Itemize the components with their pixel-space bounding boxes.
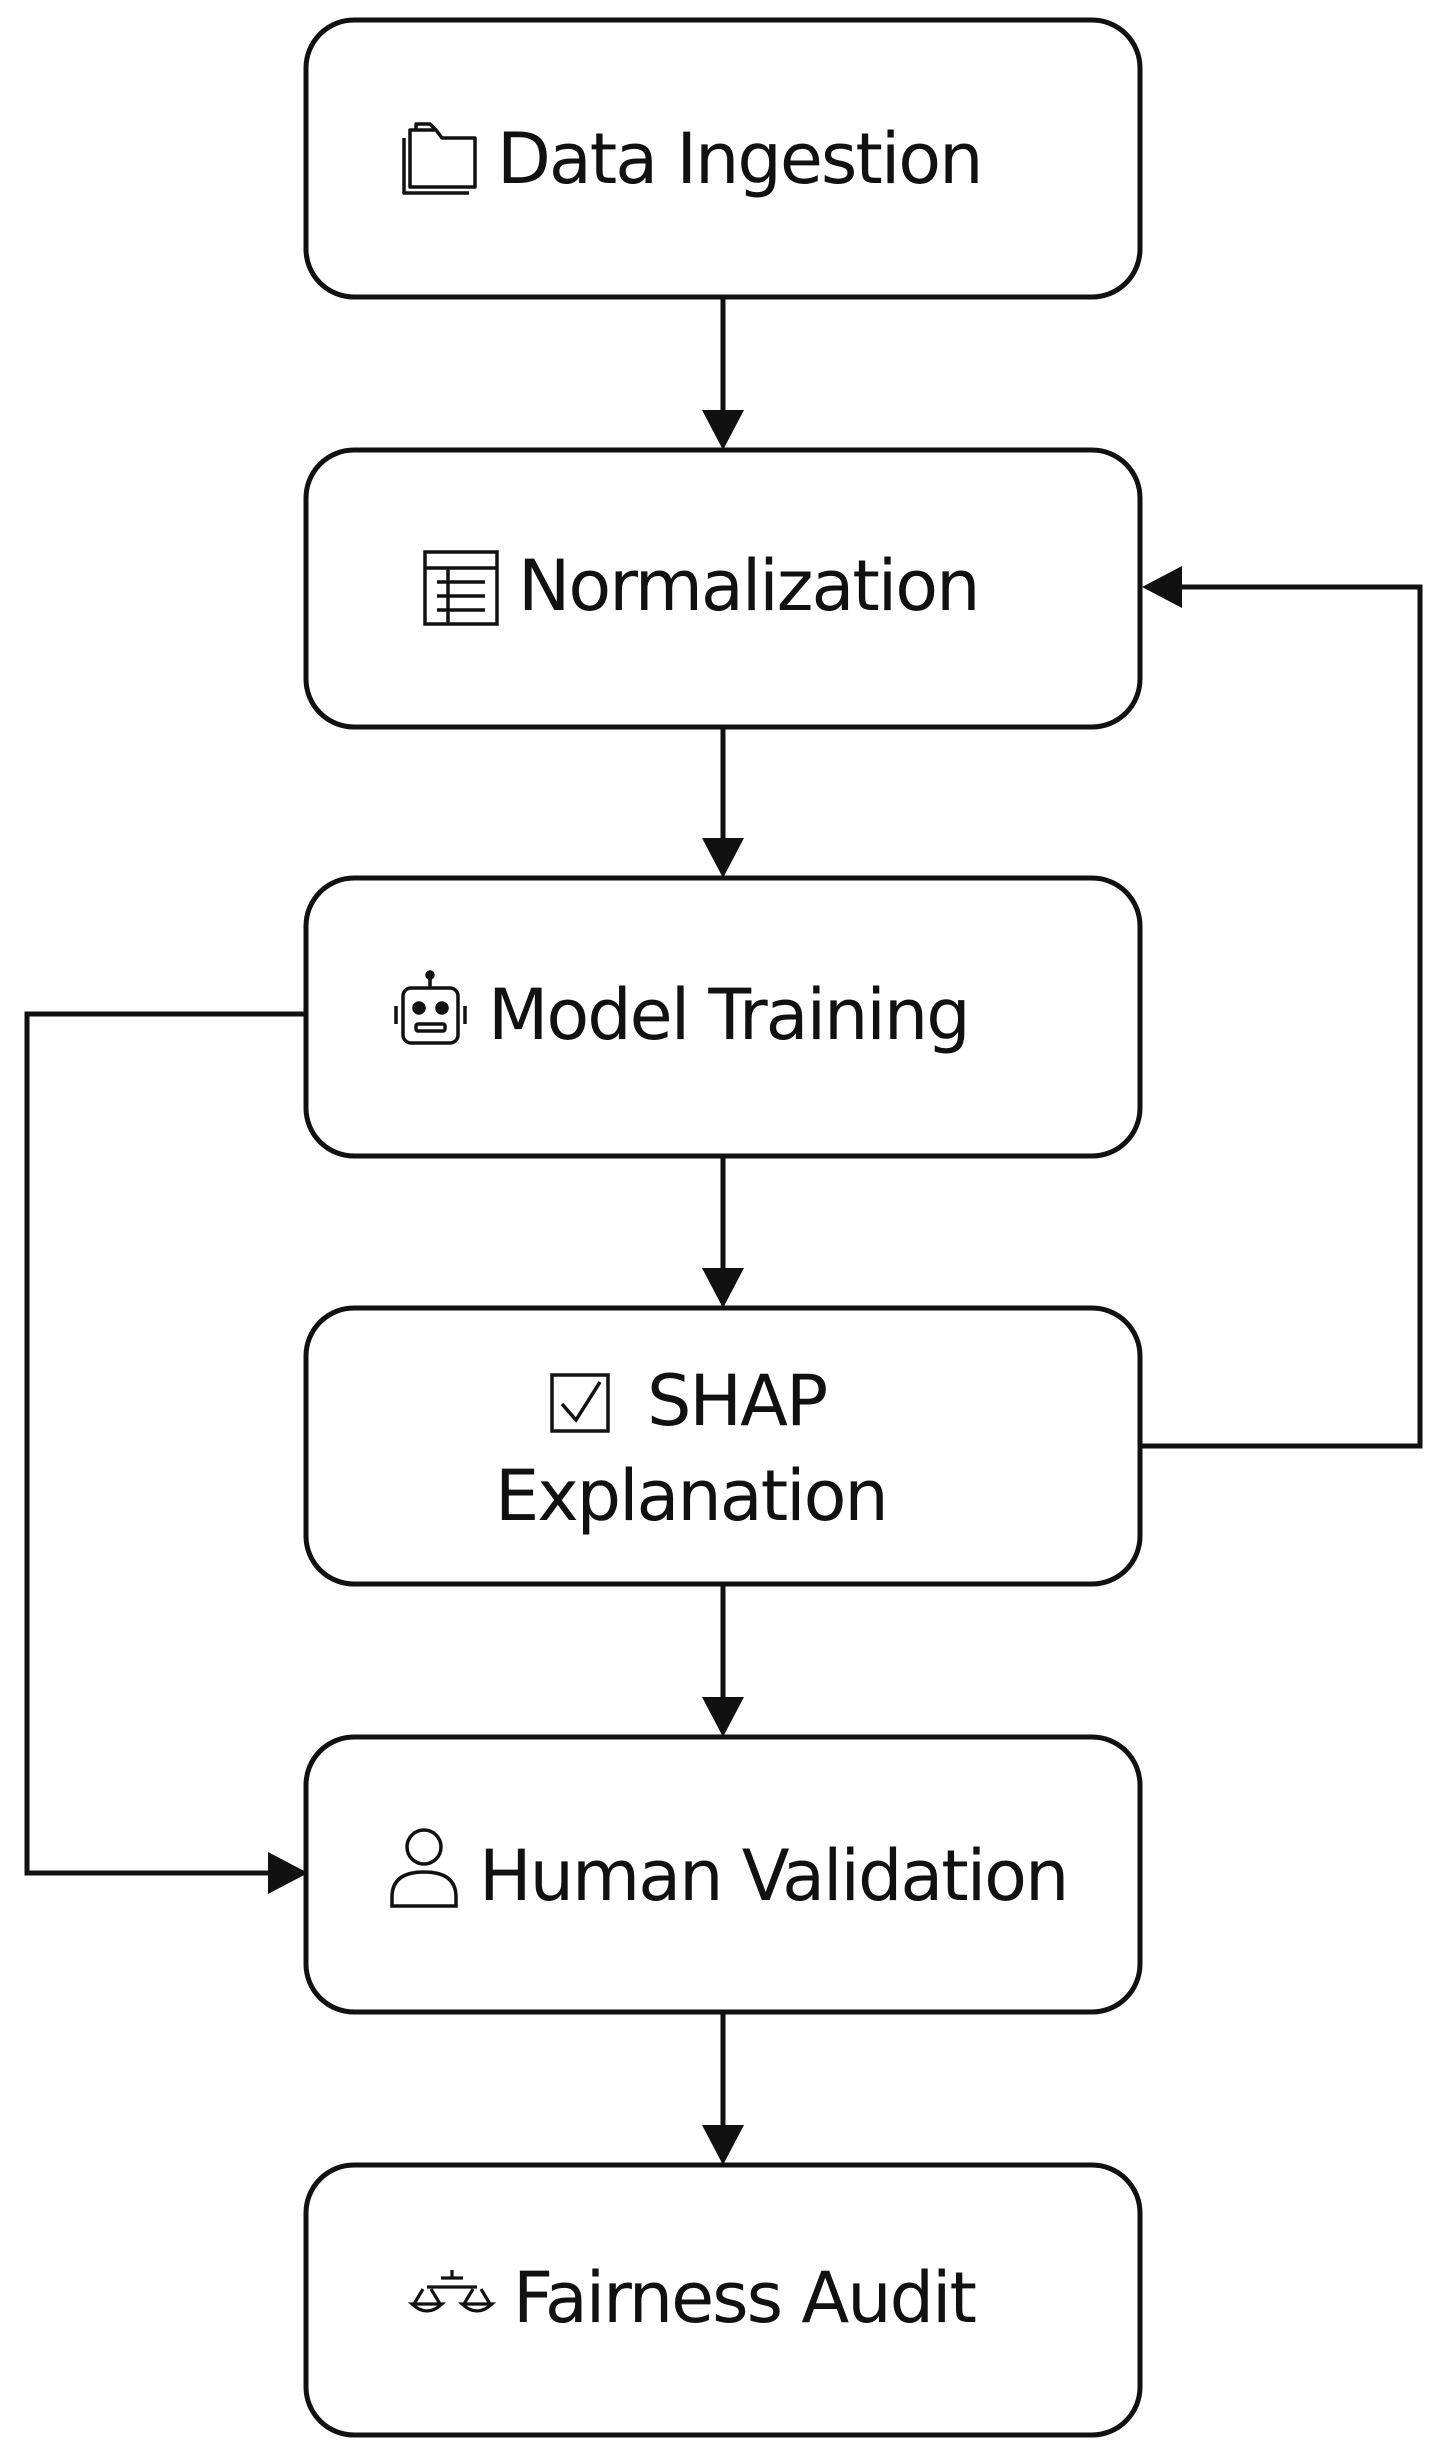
node-box [303, 1734, 1143, 2015]
node-label: Normalization [518, 545, 978, 627]
folder-icon [402, 122, 477, 195]
document-lines-icon [423, 550, 499, 626]
node-data-ingestion[interactable]: Data Ingestion [303, 17, 1143, 300]
edge-shap-explanation-to-normalization [1140, 566, 1423, 1449]
node-label-line2: Explanation [495, 1455, 887, 1537]
node-label: Human Validation [479, 1835, 1067, 1917]
node-box [303, 2162, 1143, 2438]
node-box [303, 17, 1143, 300]
robot-icon [394, 970, 467, 1045]
node-box [303, 447, 1143, 730]
node-label: Fairness Audit [513, 2257, 975, 2339]
edges [24, 297, 1423, 2165]
edge-model-training-to-human-validation [24, 1011, 308, 1894]
node-normalization[interactable]: Normalization [303, 447, 1143, 730]
node-box [303, 875, 1143, 1159]
node-box [303, 1305, 1143, 1587]
node-fairness-audit[interactable]: Fairness Audit [303, 2162, 1143, 2438]
node-label: Data Ingestion [497, 118, 981, 200]
edge-data-ingestion-to-normalization [702, 297, 744, 450]
node-label-line1: SHAP [647, 1360, 826, 1442]
checkbox-icon [550, 1373, 610, 1433]
edge-normalization-to-model-training [702, 727, 744, 878]
edge-human-validation-to-fairness-audit [702, 2012, 744, 2165]
node-human-validation[interactable]: Human Validation [303, 1734, 1143, 2015]
node-model-training[interactable]: Model Training [303, 875, 1143, 1159]
edge-model-training-to-shap-explanation [702, 1156, 744, 1308]
node-shap-explanation[interactable]: SHAP Explanation [303, 1305, 1143, 1587]
person-icon [390, 1828, 458, 1908]
node-label: Model Training [488, 974, 969, 1056]
edge-shap-explanation-to-human-validation [702, 1584, 744, 1737]
nodes: Data Ingestion Normalization [303, 17, 1143, 2438]
scales-icon [407, 2270, 497, 2313]
